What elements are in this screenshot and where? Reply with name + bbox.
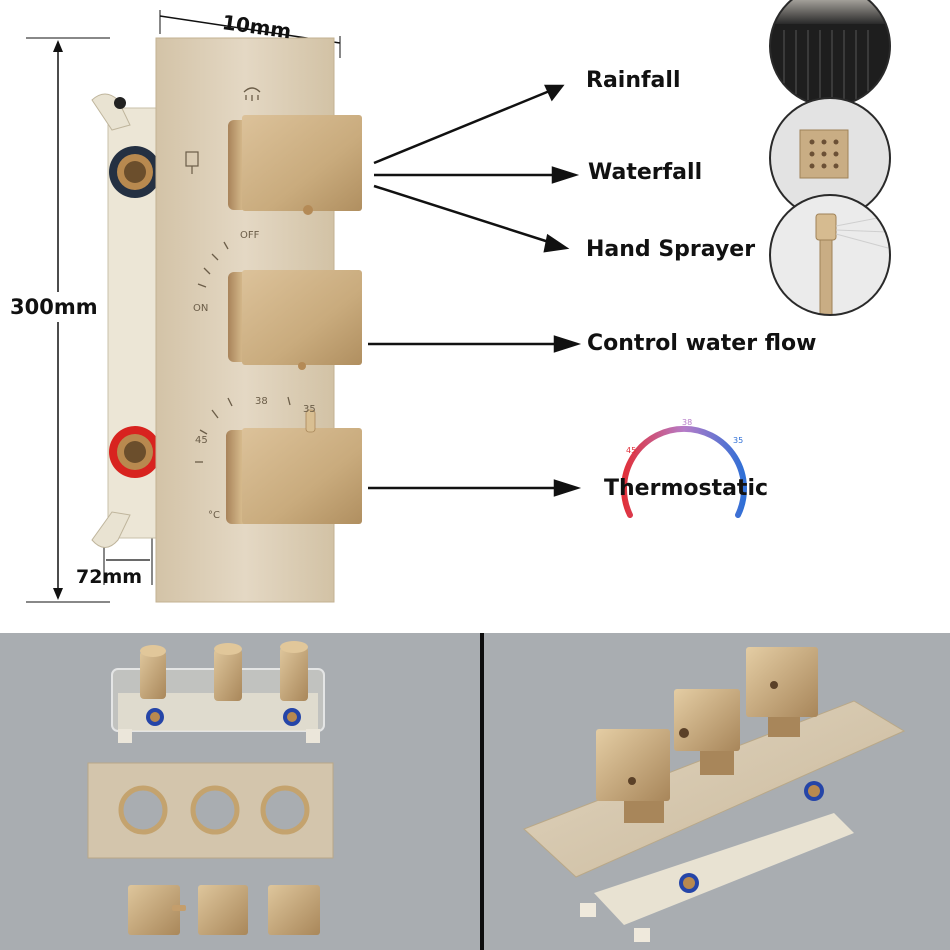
thermo-mid-label: 38 bbox=[682, 418, 693, 427]
height-dimension-label: 300mm bbox=[10, 295, 98, 319]
temp-45-label: 45 bbox=[195, 435, 208, 446]
off-label: OFF bbox=[240, 230, 260, 241]
control-water-flow-label: Control water flow bbox=[587, 331, 817, 356]
flow-knob bbox=[242, 270, 362, 365]
temp-35-label: 35 bbox=[303, 404, 316, 415]
rain-icon bbox=[243, 87, 261, 101]
temp-unit-label: °C bbox=[208, 510, 220, 521]
thermo-hot-label: 45 bbox=[626, 446, 637, 455]
waterfall-icon bbox=[185, 151, 199, 174]
rainfall-thumbnail bbox=[770, 0, 890, 106]
valve-drawing bbox=[26, 0, 891, 603]
assembled-photo bbox=[484, 633, 950, 950]
hand-sprayer-label: Hand Sprayer bbox=[586, 237, 756, 262]
thermostat-arc bbox=[621, 425, 747, 518]
photo-divider bbox=[480, 633, 484, 950]
diverter-knob-top bbox=[242, 115, 362, 211]
waterfall-label: Waterfall bbox=[588, 160, 703, 185]
depth-dimension-label: 72mm bbox=[76, 566, 143, 588]
temp-38-label: 38 bbox=[255, 396, 268, 407]
on-label: ON bbox=[193, 303, 209, 314]
rainfall-label: Rainfall bbox=[586, 68, 681, 93]
dimension-diagram: 10mm 300mm 72mm OFF ON 38 35 45 °C Rainf… bbox=[10, 0, 891, 603]
hand-sprayer-thumbnail bbox=[770, 195, 890, 315]
thermostatic-label: Thermostatic bbox=[604, 476, 769, 501]
thermostat-knob bbox=[242, 428, 362, 524]
parts-photo bbox=[0, 633, 480, 950]
thermo-cold-label: 35 bbox=[733, 436, 744, 445]
